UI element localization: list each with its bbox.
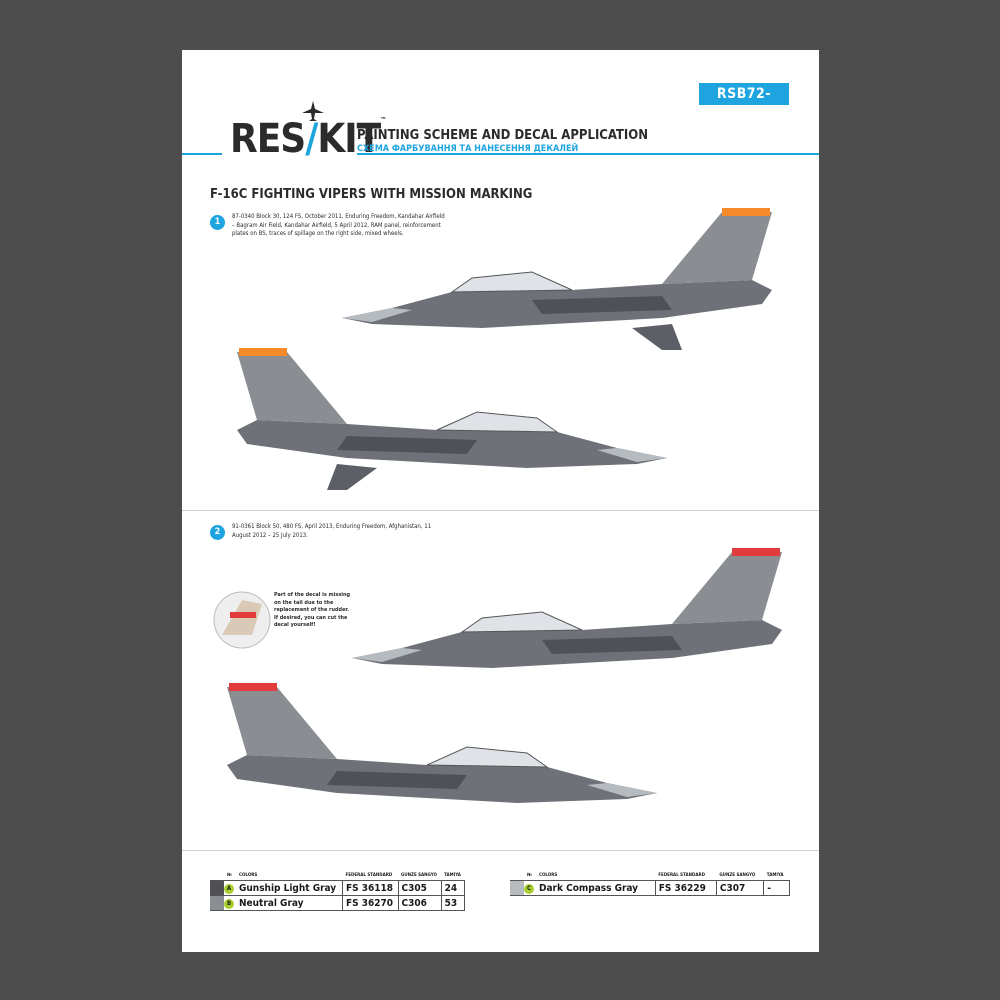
scheme-2-side-view-right [227,683,657,803]
color-fs: FS 36270 [342,895,399,911]
sheet-subtitle: СХЕМА ФАРБУВАННЯ ТА НАНЕСЕННЯ ДЕКАЛЕЙ [357,144,579,154]
color-swatch [510,880,524,896]
color-row: B Neutral Gray FS 36270 C306 53 [210,895,466,911]
color-tamiya: 53 [441,895,466,911]
col-tamiya-header: TAMIYA [441,870,465,881]
col-colors-header: COLORS [236,870,343,881]
color-swatch [210,895,224,911]
color-letter: B [224,895,236,911]
color-row: A Gunship Light Gray FS 36118 C305 24 [210,880,466,896]
scheme-2-description: 91-0361 Block 50, 480 FS, April 2013, En… [232,523,432,539]
color-table-header: № COLORS FEDERAL STANDARD GUNZE SANGYO T… [210,870,465,881]
col-number-header: № [224,870,236,881]
section-title: F-16C FIGHTING VIPERS WITH MISSION MARKI… [210,187,533,202]
jet-logo-icon [302,101,324,121]
color-letter: A [224,880,236,896]
color-tamiya: 24 [441,880,466,896]
col-fs-header: FEDERAL STANDARD [655,870,717,881]
color-table-left: № COLORS FEDERAL STANDARD GUNZE SANGYO T… [210,870,466,911]
decal-note: Part of the decal is missing on the tail… [274,592,351,628]
color-gunze: C306 [398,895,442,911]
col-number-header: № [524,870,536,881]
color-tamiya: - [763,880,790,896]
header-rule-right [357,153,819,155]
scheme-2-side-view-left [352,548,782,668]
scheme-1-number: 1 [210,215,225,230]
scheme-divider [182,510,819,511]
color-name: Neutral Gray [236,895,343,911]
table-divider [182,850,819,851]
header-rule-left [182,153,222,155]
scheme-1-side-view-right [237,348,667,490]
color-fs: FS 36118 [342,880,399,896]
col-tamiya-header: TAMIYA [763,870,790,881]
color-table-right: № COLORS FEDERAL STANDARD GUNZE SANGYO T… [510,870,790,896]
scheme-2-number: 2 [210,525,225,540]
color-name: Gunship Light Gray [236,880,343,896]
product-code-badge: RSB72-0007 [699,83,789,124]
col-gunze-header: GUNZE SANGYO [398,870,442,881]
rudder-detail-inset [213,591,271,649]
col-gunze-header: GUNZE SANGYO [716,870,764,881]
color-row: C Dark Compass Gray FS 36229 C307 - [510,880,790,896]
col-colors-header: COLORS [536,870,656,881]
color-letter: C [524,880,536,896]
col-fs-header: FEDERAL STANDARD [342,870,399,881]
scheme-1-side-view-left [342,208,772,350]
color-swatch [210,880,224,896]
color-fs: FS 36229 [655,880,717,896]
scheme-1-description: 87-0340 Block 30, 124 FS, October 2011, … [232,213,445,237]
reskit-logo: RES/KIT™ [230,116,387,162]
color-gunze: C307 [716,880,765,896]
instruction-sheet: RSB72-0007 RES/KIT™ PAINTING SCHEME AND … [182,50,819,952]
color-table-header: № COLORS FEDERAL STANDARD GUNZE SANGYO T… [510,870,790,881]
color-gunze: C305 [398,880,442,896]
color-name: Dark Compass Gray [536,880,656,896]
sheet-title: PAINTING SCHEME AND DECAL APPLICATION [357,128,648,143]
